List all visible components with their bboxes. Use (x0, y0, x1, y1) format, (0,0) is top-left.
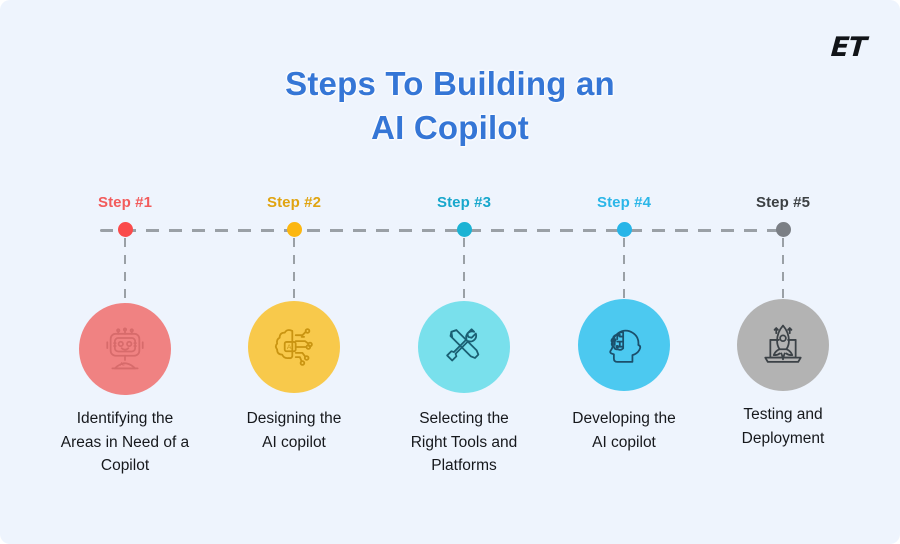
step-stem-3 (463, 238, 465, 301)
step-stem-5 (782, 238, 784, 299)
step-stem-2 (293, 238, 295, 301)
step-stem-4 (623, 238, 625, 299)
rocket-laptop-launch-icon (756, 318, 810, 372)
step-label-1: Step #1 (97, 194, 153, 211)
robot-icon: AI (98, 322, 152, 376)
step-label-2: Step #2 (266, 194, 322, 211)
brand-logo: ET (830, 32, 868, 63)
timeline-step-3: Step #3 Selecting the Right Tools and Pla… (374, 0, 554, 544)
step-label-4: Step #4 (596, 194, 652, 211)
step-caption-1: Identifying the Areas in Need of a Copil… (60, 410, 190, 475)
timeline-step-5: Step #5 Testing and Deployment (693, 0, 873, 544)
ai-brain-circuit-icon: AI (267, 320, 321, 374)
step-icon-bubble-5[interactable] (737, 299, 829, 391)
step-caption-4: Developing the AI copilot (572, 410, 676, 451)
step-icon-bubble-4[interactable] (578, 299, 670, 391)
page-title: Steps To Building an AI Copilot (0, 62, 900, 149)
step-dot-1 (118, 222, 133, 237)
step-stem-1 (124, 238, 126, 303)
timeline-step-1: Step #1 AI Identifying the Areas in Need o… (35, 0, 215, 544)
timeline-step-2: Step #2 AI Designing the AI copilot (204, 0, 384, 544)
step-icon-bubble-3[interactable] (418, 301, 510, 393)
svg-text:AI: AI (120, 362, 125, 368)
step-dot-5 (776, 222, 791, 237)
step-caption-3: Selecting the Right Tools and Platforms (410, 410, 518, 475)
step-icon-bubble-1[interactable]: AI (79, 303, 171, 395)
step-caption-2: Designing the AI copilot (246, 410, 342, 451)
page-title-line-1: Steps To Building an (285, 65, 615, 102)
head-brain-profile-icon (597, 318, 651, 372)
timeline-step-4: Step #4 Developing the AI copilot (534, 0, 714, 544)
step-dot-3 (457, 222, 472, 237)
tools-wrench-screwdriver-icon (437, 320, 491, 374)
step-dot-2 (287, 222, 302, 237)
step-caption-5: Testing and Deployment (741, 406, 825, 447)
step-label-3: Step #3 (436, 194, 492, 211)
step-label-5: Step #5 (755, 194, 811, 211)
step-icon-bubble-2[interactable]: AI (248, 301, 340, 393)
svg-text:AI: AI (287, 344, 294, 351)
step-dot-4 (617, 222, 632, 237)
timeline-rail (100, 229, 790, 232)
page-title-line-2: AI Copilot (371, 108, 529, 146)
